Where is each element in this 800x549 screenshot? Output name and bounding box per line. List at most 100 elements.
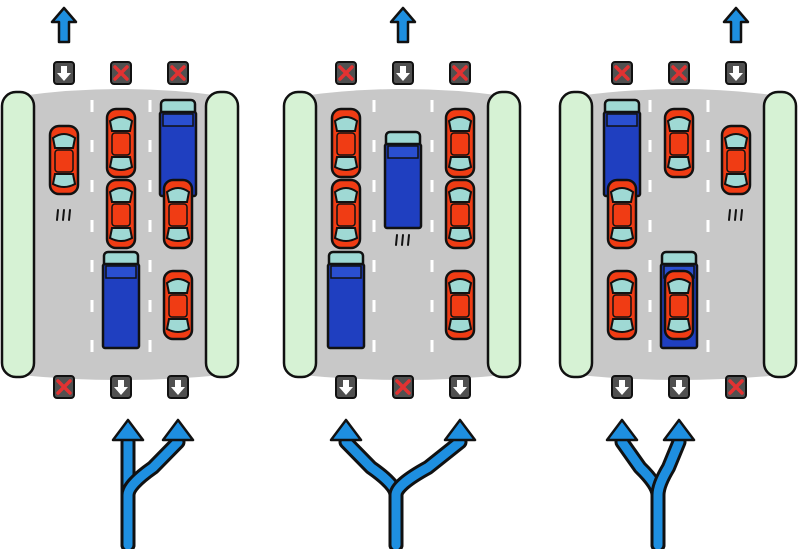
right-shoulder (486, 90, 522, 379)
red-x-icon (614, 65, 630, 81)
car-rear-window (447, 227, 473, 242)
car (444, 178, 476, 250)
truck-trailer (383, 142, 423, 230)
panel-left-lanes-open (0, 6, 240, 549)
motion-line (728, 209, 731, 221)
truck-trailer (326, 262, 366, 350)
car-windshield (447, 187, 473, 203)
car (162, 269, 194, 341)
lane-closed-signal (392, 375, 414, 399)
x-stroke (113, 65, 129, 81)
car-rear-window (165, 318, 191, 333)
lane-closed-signal (335, 61, 357, 85)
x-stroke (728, 379, 744, 395)
up-arrow-icon (50, 6, 78, 44)
car (105, 107, 137, 179)
lane-open-signal (611, 375, 633, 399)
up-arrow-icon (722, 6, 750, 44)
fork-arrow (329, 418, 477, 549)
lane-closed-signal (167, 61, 189, 85)
fork-arrow (605, 418, 696, 549)
motion-lines (728, 209, 743, 221)
motion-line (395, 234, 398, 246)
car-windshield (447, 116, 473, 132)
car (48, 124, 80, 196)
car (663, 269, 695, 341)
fork-shaft (653, 437, 684, 549)
truck (383, 130, 423, 230)
car-rear-window (666, 156, 692, 171)
motion-line (740, 209, 743, 221)
car-roof (669, 132, 689, 156)
truck-cab (387, 145, 419, 159)
right-shoulder (762, 90, 798, 379)
fork-head (329, 418, 363, 442)
exit-arrow (389, 6, 417, 44)
car-rear-window (51, 173, 77, 188)
motion-line (734, 209, 737, 221)
lane-closed-signal (725, 375, 747, 399)
car-rear-window (447, 318, 473, 333)
fork-head (605, 418, 639, 442)
car (444, 269, 476, 341)
truck-cab (606, 113, 638, 127)
motion-line (62, 209, 65, 221)
car-rear-window (108, 227, 134, 242)
left-shoulder (282, 90, 318, 379)
fork-shaft (123, 437, 183, 549)
red-x-icon (671, 65, 687, 81)
car-roof (612, 294, 632, 318)
x-stroke (395, 379, 411, 395)
exit-arrow (50, 6, 78, 44)
lane-open-signal (668, 375, 690, 399)
car (720, 124, 752, 196)
car-roof (336, 203, 356, 227)
right-shoulder (204, 90, 240, 379)
lane-open-signal (53, 61, 75, 85)
car-roof (111, 203, 131, 227)
car-roof (669, 294, 689, 318)
fork-arrow (111, 418, 195, 549)
car (330, 178, 362, 250)
motion-lines (395, 234, 410, 246)
up-arrow-icon (389, 6, 417, 44)
down-arrow-icon (171, 380, 185, 395)
truck (326, 250, 366, 350)
truck (158, 98, 198, 198)
motion-line (407, 234, 410, 246)
x-stroke (614, 65, 630, 81)
down-arrow-icon (339, 380, 353, 395)
red-x-icon (170, 65, 186, 81)
car-windshield (51, 133, 77, 149)
down-arrow-icon (57, 66, 71, 81)
car-windshield (333, 187, 359, 203)
car (330, 107, 362, 179)
truck (101, 250, 141, 350)
car-windshield (723, 133, 749, 149)
red-x-icon (395, 379, 411, 395)
x-stroke (452, 65, 468, 81)
car-roof (111, 132, 131, 156)
down-arrow-icon (615, 380, 629, 395)
fork-outline (388, 434, 468, 549)
car-roof (168, 203, 188, 227)
down-arrow-icon (729, 66, 743, 81)
lane-closed-signal (110, 61, 132, 85)
car-roof (54, 149, 74, 173)
x-stroke (338, 65, 354, 81)
car-roof (168, 294, 188, 318)
lane-open-signal (167, 375, 189, 399)
fork-head (443, 418, 477, 442)
panel-middle-lane-open (282, 6, 522, 549)
red-x-icon (338, 65, 354, 81)
lane-open-signal (725, 61, 747, 85)
car-rear-window (723, 173, 749, 188)
motion-line (56, 209, 59, 221)
x-stroke (671, 65, 687, 81)
red-x-icon (728, 379, 744, 395)
car-rear-window (165, 227, 191, 242)
car-roof (450, 203, 470, 227)
car-rear-window (609, 318, 635, 333)
x-stroke (56, 379, 72, 395)
